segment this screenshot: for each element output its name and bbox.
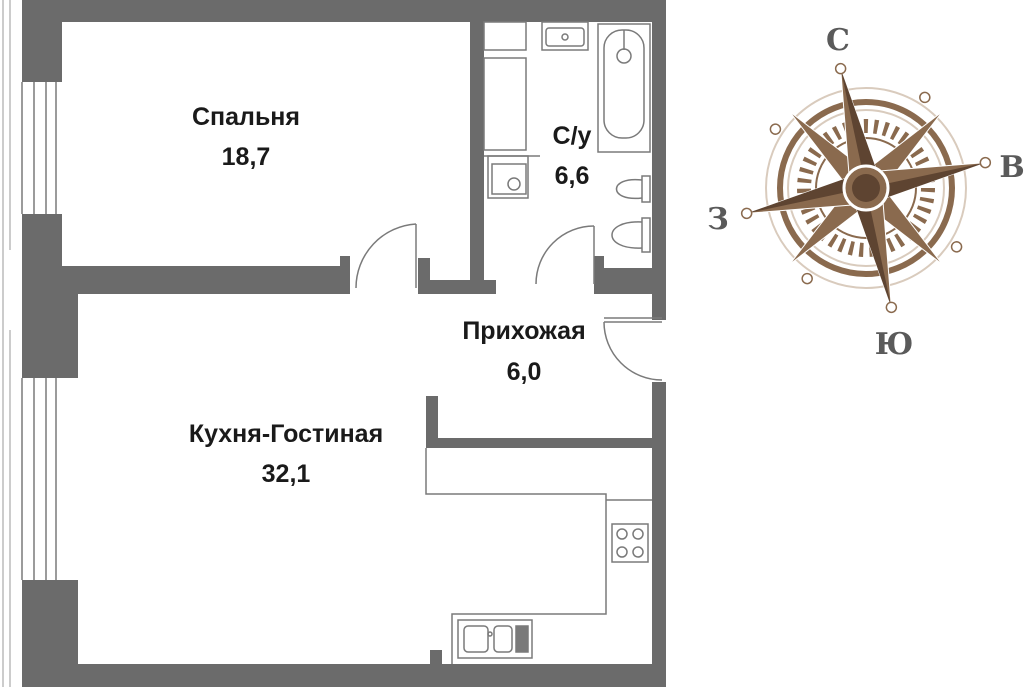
washing-machine-icon [491,163,527,195]
sink-icon [545,27,585,47]
compass-south: Ю [875,327,914,362]
entrance-door [603,317,663,381]
bathtub-icon [597,23,651,153]
facade-lines [2,0,11,687]
kitchen-living-name: Кухня-Гостиная [189,420,383,448]
stove-icon [611,523,649,563]
bedroom-area: 18,7 [222,143,271,171]
hallway-name: Прихожая [462,317,585,345]
window-left-bottom [21,378,57,580]
compass-west: З [707,202,729,237]
kitchen-sink-icon [457,619,533,659]
bathroom-door [535,225,595,285]
toilet-icon [611,175,651,253]
compass-rose-icon [740,62,992,314]
bathroom-fixtures [483,21,589,199]
bedroom-door [355,223,417,289]
compass-east: В [999,150,1024,185]
bathroom-name: С/у [553,122,592,150]
window-left-top [21,82,57,214]
hallway-area: 6,0 [507,358,542,386]
bathroom-area: 6,6 [555,162,590,190]
kitchen-living-area: 32,1 [262,460,311,488]
walls [22,0,666,687]
kitchen-counter [425,448,652,664]
compass-north: С [826,23,850,58]
bedroom-name: Спальня [192,103,300,131]
